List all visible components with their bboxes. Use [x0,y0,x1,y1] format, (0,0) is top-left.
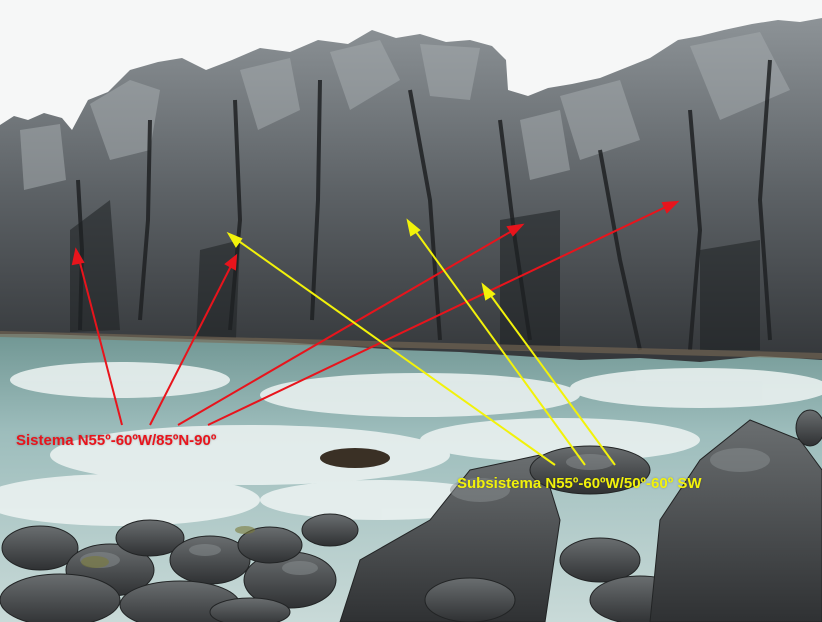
dark-shadow-areas [70,200,760,350]
system-arrowhead-3 [506,223,525,237]
system-arrow-3 [177,227,518,426]
lichen-patches [81,526,255,568]
tide-line [0,331,822,359]
subsystem-label: Subsistema N55º-60ºW/50º-60º SW [457,475,702,492]
subsystem-arrowhead-3 [481,282,496,301]
subsystem-arrow-1 [232,236,556,466]
system-label: Sistema N55º-60ºW/85ºN-90º [16,432,217,449]
subsystem-arrowhead-1 [226,231,243,248]
boulder-highlights [80,448,770,575]
system-arrow-1 [77,254,123,426]
subsystem-arrowhead-2 [406,218,421,237]
subsystem-arrow-3 [485,288,616,466]
system-arrowhead-1 [71,247,85,266]
system-arrowhead-2 [224,253,238,271]
rock-facets [20,32,790,190]
subsystem-arrow-2 [410,224,586,466]
system-arrowhead-4 [661,200,680,214]
system-arrow-4 [207,203,673,426]
boulders [0,409,822,622]
subsystem-arrows [226,218,616,466]
surf-rock [320,448,390,468]
surf-foam [0,362,822,526]
system-arrows [71,200,680,426]
system-arrow-2 [149,261,234,426]
